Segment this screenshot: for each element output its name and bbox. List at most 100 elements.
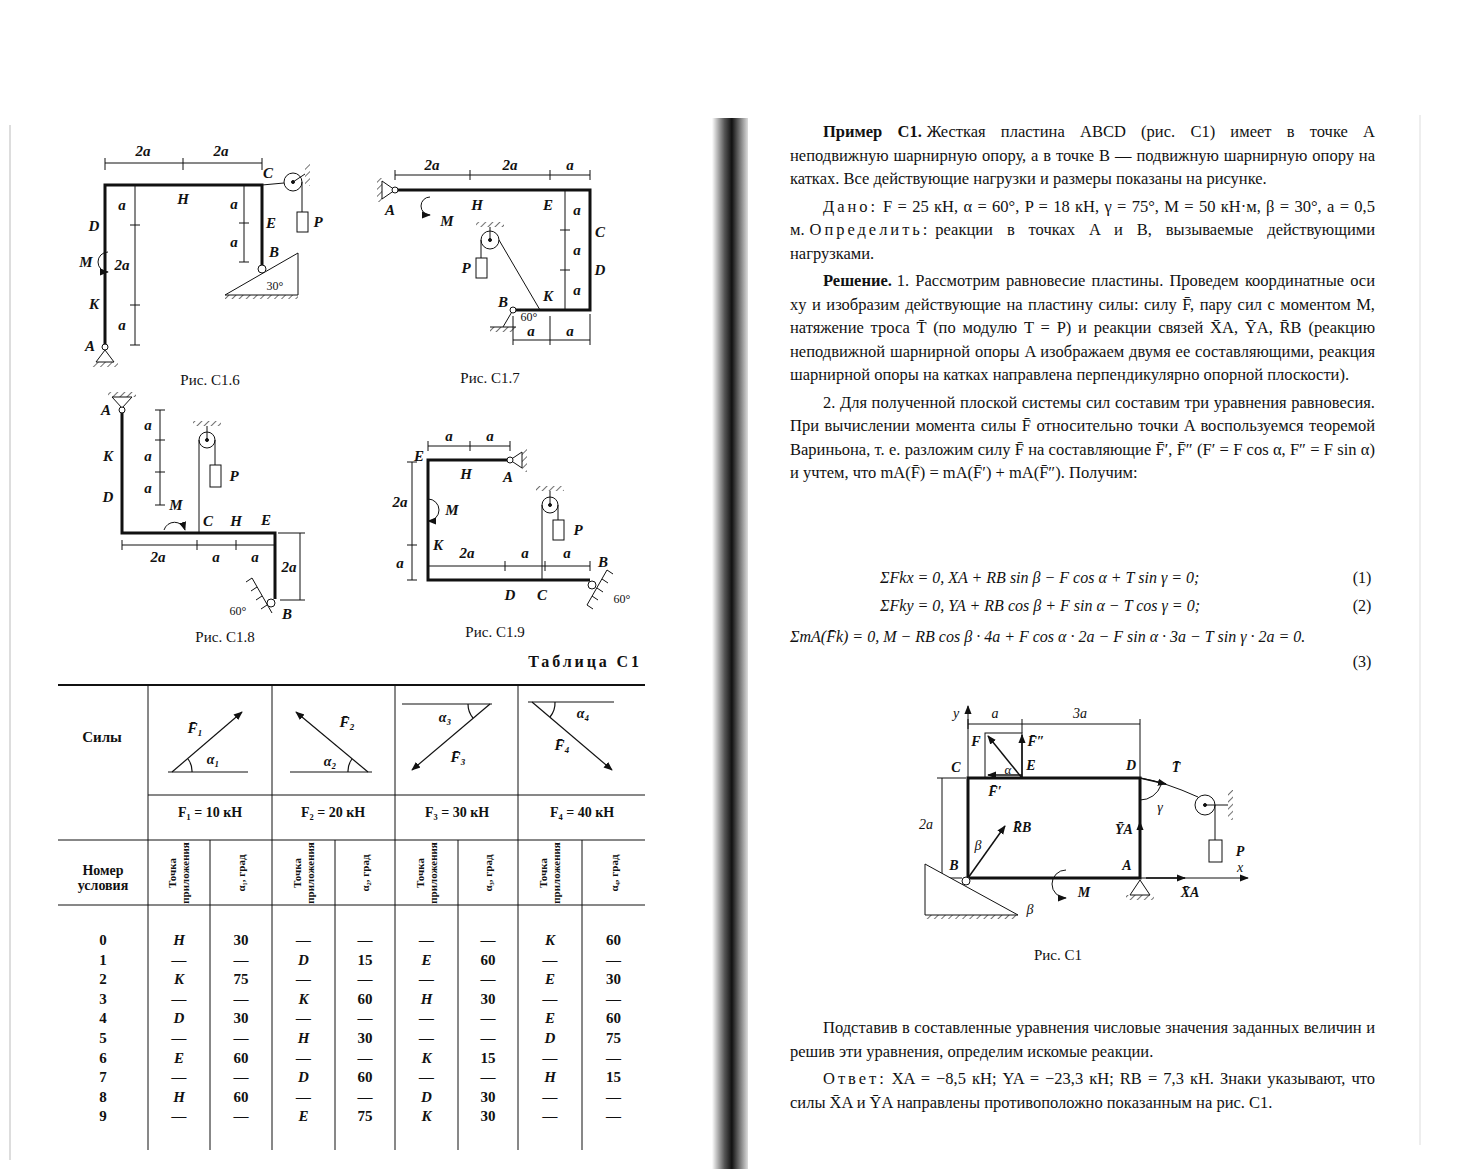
- figure-c1-7: [481, 240, 482, 258]
- text-label: —: [606, 1108, 621, 1125]
- text-label: E: [174, 1049, 184, 1066]
- text-label: B: [282, 606, 292, 623]
- text-label: 4: [99, 1010, 107, 1027]
- figure-c1: [968, 826, 1005, 878]
- figure-c1-8: [199, 440, 200, 533]
- text-label: a: [230, 196, 238, 213]
- page-background: [10, 125, 11, 1160]
- text-label: A: [385, 202, 395, 219]
- text-label: α₁: [207, 752, 220, 767]
- page-background: [1420, 115, 1421, 1145]
- figure-c1: [1146, 877, 1185, 879]
- text-label: K: [103, 448, 113, 465]
- text-label: 60: [606, 932, 621, 949]
- text-label: β: [1027, 902, 1034, 917]
- figure-c1: [1140, 778, 1198, 797]
- text-label: —: [296, 1089, 311, 1106]
- text-label: F̄₃: [450, 749, 465, 766]
- figure-c1: [942, 778, 943, 878]
- figure-c1-9: [536, 486, 564, 491]
- figure-c1: [1140, 778, 1166, 784]
- figure-c1: [968, 778, 1140, 878]
- force-icons: [172, 712, 242, 772]
- figure-c1-8: [210, 465, 221, 487]
- text-label: —: [358, 971, 373, 988]
- figure-c1: [937, 778, 966, 878]
- text-paragraph: Решение.1. Рассмотрим равновесие пластин…: [790, 269, 1375, 387]
- text-label: 75: [606, 1030, 621, 1047]
- text-label: D: [1126, 758, 1136, 773]
- figure-c1-8: [164, 522, 185, 530]
- text-label: H: [230, 513, 242, 530]
- text-label: x: [1237, 860, 1243, 875]
- text-label: 75: [358, 1108, 373, 1125]
- text-label: a: [144, 480, 152, 497]
- figure-c1-7: [490, 327, 516, 332]
- text-label: —: [172, 1069, 187, 1086]
- figure-c1-7: [377, 170, 590, 345]
- figure-c1-7: [510, 307, 516, 313]
- figure-c1-8: [207, 426, 208, 440]
- paragraph-text: Решение.: [823, 271, 892, 290]
- text-label: H: [173, 1089, 185, 1106]
- text-label: —: [172, 991, 187, 1008]
- text-label: D: [421, 1089, 432, 1106]
- text-paragraph: 2. Для полученной плоской системы сил со…: [790, 391, 1375, 485]
- text-label: B: [949, 858, 958, 873]
- force-icons: [402, 703, 492, 704]
- text-label: K: [433, 537, 443, 554]
- figure-c1-7: [395, 170, 590, 180]
- figure-c1: [1215, 805, 1216, 840]
- text-label: —: [606, 1089, 621, 1106]
- text-label: 60°: [614, 593, 631, 606]
- figure-c1-7: [392, 187, 398, 193]
- text-label: 30: [234, 1010, 249, 1027]
- figure-c1-8: [160, 410, 161, 505]
- force-icons: [412, 704, 490, 770]
- figure-c1-8: [246, 578, 267, 609]
- text-label: 1: [99, 951, 107, 968]
- paragraph-text: Пример С1.: [823, 122, 922, 141]
- figure-c1-9: [412, 462, 413, 580]
- text-label: K: [89, 296, 99, 313]
- force-icons: [188, 759, 192, 772]
- text-label: P: [313, 214, 322, 231]
- text-label: 2a: [503, 157, 518, 174]
- text-label: Рис. С1.8: [195, 629, 254, 646]
- text-label: ΣFky = 0, YA + RB cos β + F sin α − T co…: [880, 597, 1200, 615]
- text-label: —: [172, 951, 187, 968]
- text-label: T̄: [1172, 760, 1181, 775]
- text-label: ΣFkx = 0, XA + RB sin β − F cos α + T si…: [880, 569, 1199, 587]
- text-label: P: [573, 522, 582, 539]
- paragraph-text: 2. Для полученной плоской системы сил со…: [790, 393, 1375, 483]
- text-label: 60: [481, 951, 496, 968]
- text-label: —: [358, 932, 373, 949]
- table-header: Точка приложения: [414, 842, 439, 904]
- figure-c1-9: [407, 462, 417, 580]
- text-label: 2a: [151, 549, 166, 566]
- text-label: —: [481, 1069, 496, 1086]
- text-label: a: [573, 202, 581, 219]
- text-label: α: [1005, 763, 1012, 777]
- table-header: Точка приложения: [537, 842, 562, 904]
- text-label: 3: [99, 991, 107, 1008]
- text-label: a: [563, 545, 571, 562]
- text-label: E: [421, 951, 431, 968]
- text-label: M: [440, 213, 453, 230]
- table-header: α₄, град: [607, 842, 620, 904]
- text-label: —: [358, 1010, 373, 1027]
- text-label: —: [419, 1069, 434, 1086]
- text-label: P: [461, 260, 470, 277]
- text-label: a: [527, 323, 535, 340]
- text-label: γ: [1157, 800, 1163, 815]
- text-label: 8: [99, 1089, 107, 1106]
- text-label: D: [298, 951, 309, 968]
- text-label: y: [953, 706, 959, 721]
- figure-c1-9: [549, 504, 552, 507]
- text-label: M: [79, 254, 92, 271]
- text-label: —: [606, 951, 621, 968]
- text-column: Пример С1.Жесткая пластина ABCD (рис. С1…: [790, 120, 1375, 489]
- table-grid: [58, 685, 645, 1150]
